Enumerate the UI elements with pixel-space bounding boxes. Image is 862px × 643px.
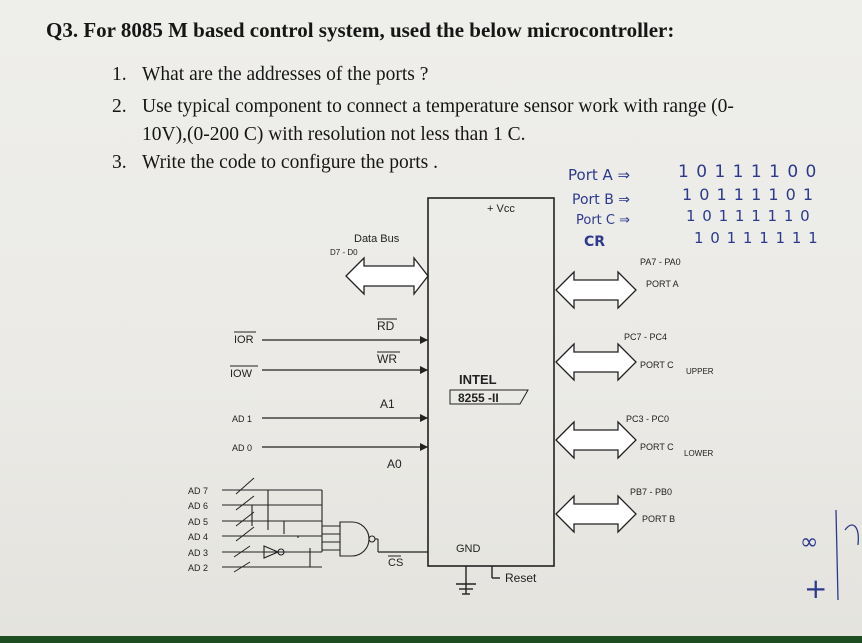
chip-model-label: 8255 -II: [458, 391, 499, 405]
address-lines: [222, 489, 379, 568]
gnd-label: GND: [456, 543, 481, 555]
handwritten-port-b: Port B ⇒: [572, 192, 630, 208]
port-c-lower-label: PORT C: [640, 442, 674, 452]
chip-body: [427, 197, 555, 567]
control-arrowheads: [420, 336, 428, 451]
port-c-upper-arrow: [555, 342, 637, 382]
data-bus-range-label: D7 - D0: [330, 248, 358, 257]
chip-model-box: [449, 389, 529, 405]
question-item-1-text: What are the addresses of the ports ?: [142, 64, 429, 85]
ad6-label: AD 6: [188, 501, 208, 511]
question-item-2-number: 2.: [112, 96, 127, 117]
question-item-1: 1. What are the addresses of the ports ?: [112, 64, 428, 86]
ad7-label: AD 7: [188, 486, 208, 496]
question-item-2: 2. Use typical component to connect a tem…: [112, 96, 734, 118]
question-item-1-number: 1.: [112, 64, 127, 85]
ad1-label: AD 1: [232, 414, 252, 424]
handwritten-cr: CR: [584, 234, 606, 250]
handwritten-bits-a: 1 0 1 1 1 1 0 0: [678, 162, 818, 182]
a1-label: A1: [380, 397, 395, 411]
ad2-label: AD 2: [188, 563, 208, 573]
port-arrows: [555, 270, 637, 534]
data-bus-label: Data Bus: [354, 233, 400, 245]
chip-name-label: INTEL: [459, 372, 497, 387]
question-item-2-continued: 10V),(0-200 C) with resolution not less …: [142, 124, 525, 146]
cs-label: CS: [388, 557, 403, 569]
margin-marks: [835, 509, 859, 601]
port-a-arrow: [555, 270, 637, 310]
port-c-upper-range-label: PC7 - PC4: [624, 332, 667, 342]
port-b-label: PORT B: [642, 514, 675, 524]
ground-symbol: [456, 566, 500, 595]
question-item-2-continued-text: 10V),(0-200 C) with resolution not less …: [142, 124, 526, 145]
handwritten-bits-cr: 1 0 1 1 1 1 1 1: [694, 229, 819, 247]
vcc-label: + Vcc: [487, 203, 515, 215]
lower-label: LOWER: [684, 449, 714, 458]
port-a-range-label: PA7 - PA0: [640, 257, 681, 267]
a0-label: A0: [387, 457, 402, 471]
question-item-3-number: 3.: [112, 152, 127, 173]
handwritten-bits-c: 1 0 1 1 1 1 1 0: [686, 207, 811, 225]
bottom-bar: [0, 636, 862, 643]
hand-slash-marks: [233, 477, 255, 573]
handwritten-margin-note-2: +: [804, 572, 828, 605]
port-c-upper-label: PORT C: [640, 360, 674, 370]
control-lines: [262, 339, 428, 553]
port-c-lower-arrow: [555, 420, 637, 460]
ad-labels: AD 7 AD 6 AD 5 AD 4 AD 3 AD 2: [188, 486, 208, 573]
handwritten-margin-note-1: ∞: [800, 530, 819, 555]
question-title: Q3. For 8085 M based control system, use…: [46, 18, 675, 42]
port-b-arrow: [555, 494, 637, 534]
port-c-lower-range-label: PC3 - PC0: [626, 414, 669, 424]
iow-label: IOW: [230, 368, 253, 380]
rd-label: RD: [377, 319, 395, 333]
ad5-label: AD 5: [188, 517, 208, 527]
question-item-3: 3. Write the code to configure the ports …: [112, 152, 438, 174]
question-item-3-text: Write the code to configure the ports .: [142, 152, 438, 173]
handwritten-port-a: Port A ⇒: [568, 166, 631, 184]
port-a-label: PORT A: [646, 279, 679, 289]
reset-label: Reset: [505, 571, 537, 585]
ad0-label: AD 0: [232, 443, 252, 453]
ad4-label: AD 4: [188, 532, 208, 542]
handwritten-port-c: Port C ⇒: [576, 213, 631, 228]
ad3-label: AD 3: [188, 548, 208, 558]
handwritten-bits-b: 1 0 1 1 1 1 0 1: [682, 185, 815, 204]
port-b-range-label: PB7 - PB0: [630, 487, 672, 497]
wr-label: WR: [377, 352, 397, 366]
ior-label: IOR: [234, 334, 254, 346]
upper-label: UPPER: [686, 367, 714, 376]
question-item-2-text: Use typical component to connect a tempe…: [142, 96, 734, 117]
data-bus-arrow: [345, 256, 429, 296]
